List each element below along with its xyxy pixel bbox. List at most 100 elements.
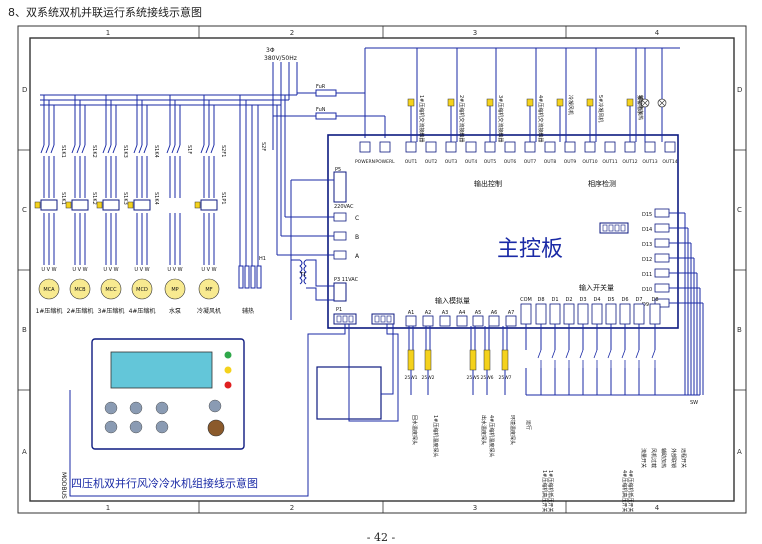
terminal-top (504, 141, 516, 153)
terminal-top (644, 141, 656, 153)
panel-button-2[interactable] (129, 401, 143, 415)
modbus-label: MODBUS (60, 472, 67, 499)
breaker-label: S1K3 (122, 145, 128, 158)
motor-symbol: MCA (43, 287, 55, 293)
switch-contact-icon (635, 349, 640, 368)
switch-terminal (649, 303, 661, 325)
analog-pin-label: A4 (459, 310, 466, 316)
terminal-top (544, 141, 556, 153)
switch-contact-icon (651, 349, 656, 368)
terminal-right-label: D14 (642, 227, 652, 233)
outer-frame (17, 25, 747, 514)
switch-desc: 4#压缩机低压开关 (627, 470, 634, 512)
terminal-top (465, 141, 477, 153)
board-jumper (599, 222, 629, 234)
power-label-2: 380V/50Hz (264, 55, 297, 62)
motor-uvw: U V W (201, 267, 216, 273)
switch-contact-icon (579, 349, 584, 368)
switch-contact-icon (593, 349, 598, 368)
terminal-top (484, 141, 496, 153)
motor-icon (131, 278, 153, 300)
switch-pin-label: D1 (551, 297, 558, 303)
analog-terminal (488, 315, 500, 327)
h1-label: H1 (259, 256, 266, 262)
motor-icon (38, 278, 60, 300)
analog-pin-label: A3 (442, 310, 449, 316)
analog-sensor-desc: 1#压缩机温度探头 (432, 415, 439, 457)
motor-icon (100, 278, 122, 300)
power-label-1: 3Φ (266, 47, 275, 54)
terminal-top (379, 141, 391, 153)
output-coil-icon (407, 98, 415, 107)
breaker-label: S2F (260, 142, 266, 151)
switch-pin-label: D5 (607, 297, 614, 303)
p2-block (371, 313, 395, 325)
terminal-top-label: OUT5 (484, 159, 497, 165)
phase-terminal (333, 231, 347, 241)
terminal-top (359, 141, 371, 153)
motor-symbol: MF (205, 287, 212, 293)
switch-contact-icon (565, 349, 570, 368)
analog-terminal (456, 315, 468, 327)
frame-row-label: A (22, 448, 27, 456)
heater (238, 265, 262, 289)
analog-terminal (439, 315, 451, 327)
panel-display (110, 351, 213, 389)
right-switch-desc: 风机过载 (650, 448, 657, 468)
panel-button-3[interactable] (155, 401, 169, 415)
motor-label: 水泵 (169, 307, 181, 315)
switch-pin-label: COM (520, 297, 532, 303)
phase-detect-label: 相序检测 (588, 179, 616, 188)
analog-pin-label: A2 (425, 310, 432, 316)
phase-terminal (333, 212, 347, 222)
motor-label: 冷凝风机 (197, 307, 221, 315)
switch-contact-icon (551, 349, 556, 368)
motor-uvw: U V W (134, 267, 149, 273)
motor-label: 1#压缩机 (36, 307, 63, 315)
controller-title: 主控板 (497, 237, 563, 262)
frame-col-label: 1 (106, 504, 110, 512)
panel-button-5[interactable] (129, 420, 143, 434)
motor-icon (69, 278, 91, 300)
terminal-right (654, 283, 670, 293)
terminal-top-label: OUT13 (642, 159, 657, 165)
switch-desc: 4#压缩机高压开关 (621, 470, 628, 512)
output-coil-icon (526, 98, 534, 107)
right-switch-desc: 辅助加热 (660, 448, 667, 468)
analog-sensor-desc: 4#压缩机温度探头 (488, 415, 495, 457)
terminal-right (654, 268, 670, 278)
output-coil-icon (447, 98, 455, 107)
frame-col-label: 4 (655, 504, 660, 512)
terminal-right-label: D15 (642, 212, 652, 218)
motor-label: 4#压缩机 (129, 307, 156, 315)
terminal-right (654, 223, 670, 233)
terminal-top (664, 141, 676, 153)
frame-col-label: 2 (290, 504, 294, 512)
motor-uvw: U V W (72, 267, 87, 273)
contactor-coil-icon (96, 201, 103, 209)
panel-button-1[interactable] (104, 401, 118, 415)
motor-label: 3#压缩机 (98, 307, 125, 315)
run-indicator-icon (224, 351, 232, 359)
motor-symbol: MCC (105, 287, 117, 293)
terminal-top (564, 141, 576, 153)
panel-button-6[interactable] (155, 420, 169, 434)
output-label: 1#压缩机交流接触器 (418, 95, 425, 142)
transformer-label: T1 (299, 272, 306, 278)
panel-button-4[interactable] (104, 420, 118, 434)
power-knob-icon[interactable] (207, 419, 225, 437)
temp-sensor-icon (407, 349, 415, 371)
terminal-top-label: OUT10 (582, 159, 597, 165)
switch-terminal (619, 303, 631, 325)
analog-sensor-desc: 出水温度探头 (480, 415, 487, 445)
panel-button-7[interactable] (208, 399, 222, 413)
terminal-top (524, 141, 536, 153)
terminal-right (654, 238, 670, 248)
analog-terminal (505, 315, 517, 327)
terminal-top-label: OUT7 (524, 159, 537, 165)
p5-voltage: 220VAC (334, 204, 354, 210)
frame-row-label: C (737, 206, 742, 214)
standby-indicator-icon (224, 366, 232, 374)
switch-pin-label: D8 (651, 297, 658, 303)
